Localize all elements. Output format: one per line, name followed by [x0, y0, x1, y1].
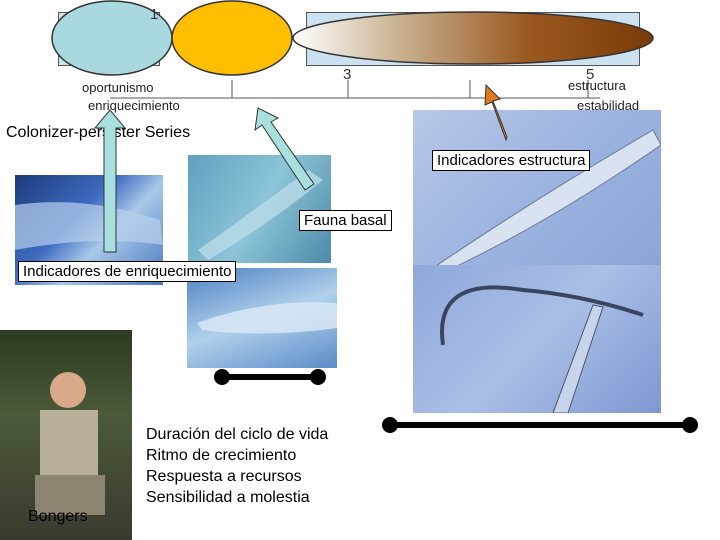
bar-long-end-right [682, 417, 698, 433]
bar-long-end-left [382, 417, 398, 433]
arrow-enrichment [93, 109, 127, 253]
traits-list: Duración del ciclo de vida Ritmo de crec… [146, 424, 328, 508]
cp-circle-2 [171, 0, 293, 76]
trait-item: Respuesta a recursos [146, 468, 302, 485]
label-estructura: estructura [568, 78, 626, 93]
label-enriquecimiento: enriquecimiento [88, 98, 180, 113]
trait-item: Ritmo de crecimiento [146, 447, 297, 464]
arrows [93, 83, 508, 253]
trait-item: Sensibilidad a molestia [146, 489, 310, 506]
label-enrichment-indicators: Indicadores de enriquecimiento [18, 261, 237, 282]
label-structure-indicators: Indicadores estructura [432, 150, 591, 171]
scale-circles [51, 0, 654, 99]
cp-series-title: Colonizer-persister Series [6, 124, 191, 141]
cp-circle-gradient [292, 11, 654, 65]
nematode-photo-right-top [413, 110, 661, 268]
scale-number-5: 5 [586, 66, 595, 83]
scale-number-3: 3 [343, 66, 352, 83]
bar-short-end-right [310, 369, 326, 385]
arrow-structure [484, 83, 508, 142]
nematode-photo-right-bottom [413, 265, 661, 413]
label-basal-fauna: Fauna basal [299, 210, 392, 231]
bar-short-end-left [214, 369, 230, 385]
arrow-basal [254, 107, 315, 191]
nematode-photo-center-top [188, 155, 331, 263]
person-caption: Bongers [28, 508, 88, 525]
label-estabilidad: estabilidad [577, 98, 640, 113]
person-photo [0, 330, 132, 540]
trait-item: Duración del ciclo de vida [146, 426, 329, 443]
label-oportunismo: oportunismo [82, 80, 154, 95]
nematode-photo-center-bottom [187, 268, 337, 368]
scale-number-1: 1 [150, 6, 159, 23]
connector-bars [214, 369, 698, 433]
